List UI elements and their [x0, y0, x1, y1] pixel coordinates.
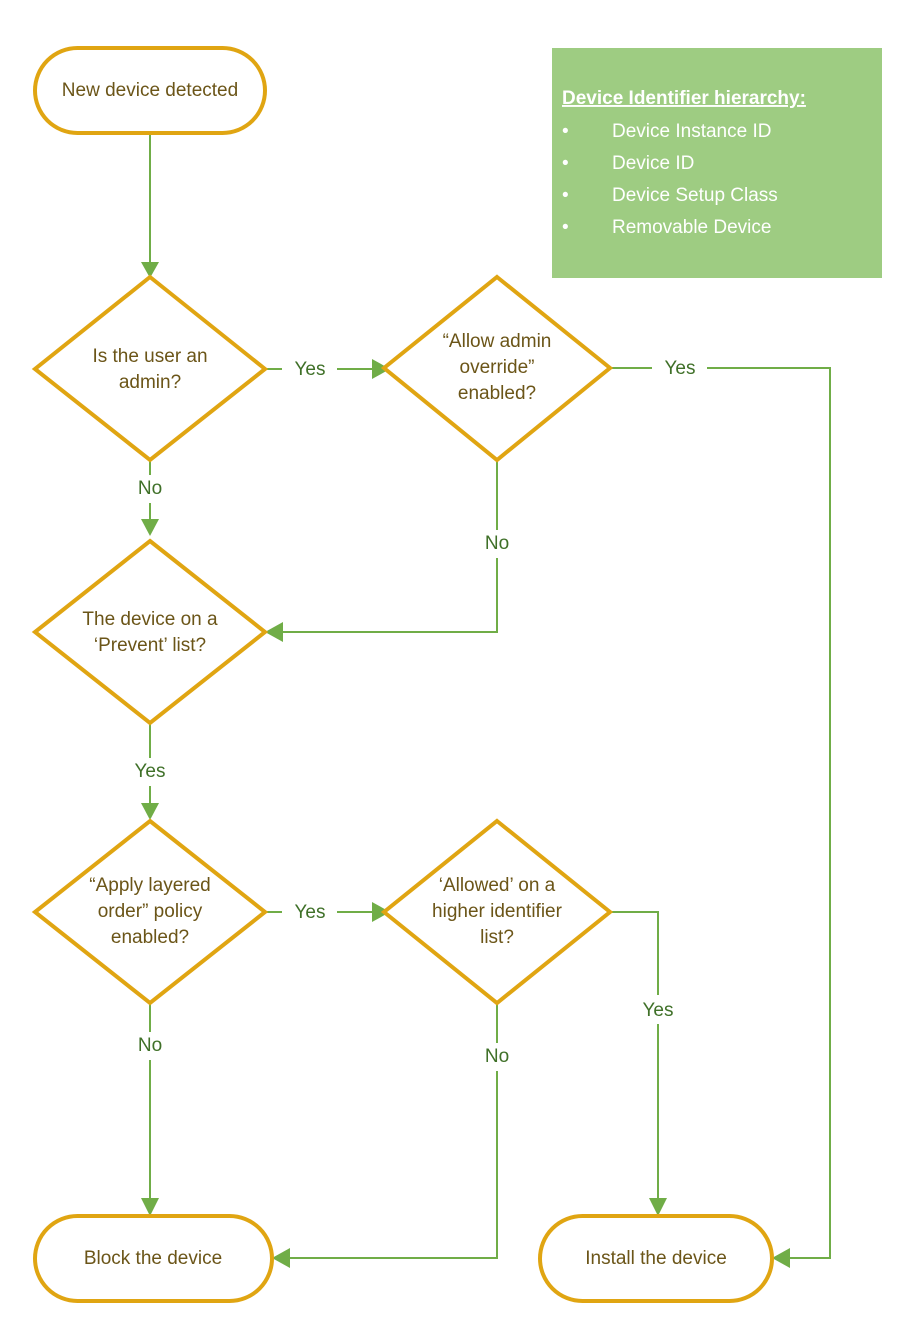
edge-label-admin-no: No — [138, 478, 162, 499]
legend-bullet-icon: • — [562, 217, 569, 238]
edge-override-no: No — [265, 460, 509, 642]
node-label-line3: list? — [480, 927, 514, 948]
node-is-the-user-an-admin[interactable]: Is the user an admin? — [31, 274, 269, 463]
node-allow-admin-override-enabled[interactable]: “Allow admin override” enabled? — [380, 274, 614, 463]
edge-label-prevent-yes: Yes — [135, 761, 166, 782]
legend-bullet-icon: • — [562, 185, 569, 206]
node-label-line1: “Allow admin — [443, 331, 552, 352]
edge-override-yes: Yes — [610, 358, 831, 1268]
edge-label-layered-no: No — [138, 1035, 162, 1056]
node-device-on-prevent-list[interactable]: The device on a ‘Prevent’ list? — [31, 538, 269, 726]
node-shape-diamond — [380, 274, 614, 463]
node-shape-rounded — [538, 1214, 774, 1303]
node-new-device-detected[interactable]: New device detected — [33, 46, 267, 135]
legend-item-0: Device Instance ID — [612, 121, 771, 142]
node-label: Install the device — [585, 1248, 727, 1269]
arrowhead-left-icon — [265, 622, 283, 642]
edge-label-override-no: No — [485, 533, 509, 554]
node-label-line2: higher identifier — [432, 901, 563, 922]
legend-bullet-icon: • — [562, 153, 569, 174]
node-block-the-device[interactable]: Block the device — [33, 1214, 274, 1303]
arrowhead-down-icon — [141, 1198, 159, 1216]
edge-layered-no: No — [138, 1003, 162, 1216]
node-label-line2: ‘Prevent’ list? — [94, 635, 206, 656]
legend-bullet-icon: • — [562, 121, 569, 142]
arrowhead-left-icon — [772, 1248, 790, 1268]
arrowhead-right-icon — [372, 359, 390, 379]
node-label-line1: Is the user an — [92, 346, 207, 367]
arrowhead-left-icon — [272, 1248, 290, 1268]
node-shape-rounded — [33, 1214, 274, 1303]
edge-label-admin-yes: Yes — [295, 359, 326, 380]
node-label-line2: order” policy — [98, 901, 203, 922]
arrowhead-down-icon — [141, 262, 159, 278]
node-allowed-on-higher-identifier-list[interactable]: ‘Allowed’ on a higher identifier list? — [380, 818, 614, 1006]
arrowhead-down-icon — [141, 803, 159, 820]
edge-line — [283, 558, 498, 633]
arrowhead-down-icon — [141, 519, 159, 536]
node-install-the-device[interactable]: Install the device — [538, 1214, 774, 1303]
edge-is-admin-yes: Yes — [265, 359, 390, 380]
edge-layered-yes: Yes — [265, 902, 390, 923]
node-label-line1: ‘Allowed’ on a — [439, 875, 556, 896]
node-label-line2: override” — [460, 357, 535, 378]
node-label-line1: The device on a — [82, 609, 218, 630]
legend-item-3: Removable Device — [612, 217, 771, 238]
node-shape-diamond — [31, 818, 269, 1006]
legend-panel: Device Identifier hierarchy: • Device In… — [552, 48, 882, 278]
edge-higher-no: No — [272, 1003, 509, 1268]
node-label-line1: “Apply layered — [89, 875, 210, 896]
node-shape-diamond — [31, 538, 269, 726]
node-label-line3: enabled? — [111, 927, 189, 948]
legend-background — [552, 48, 882, 278]
edge-line — [290, 1071, 498, 1259]
node-label-line2: admin? — [119, 372, 181, 393]
legend-item-1: Device ID — [612, 153, 694, 174]
node-shape-diamond — [380, 818, 614, 1006]
edge-label-layered-yes: Yes — [295, 902, 326, 923]
edge-label-higher-yes: Yes — [643, 1000, 674, 1021]
edge-higher-yes: Yes — [610, 911, 674, 1216]
edge-line — [707, 367, 831, 1259]
edge-line — [610, 911, 659, 995]
edge-prevent-yes: Yes — [135, 723, 166, 820]
node-shape-rounded — [33, 46, 267, 135]
node-label: New device detected — [62, 80, 238, 101]
edge-label-override-yes: Yes — [665, 358, 696, 379]
edge-label-higher-no: No — [485, 1046, 509, 1067]
arrowhead-down-icon — [649, 1198, 667, 1216]
node-label-line3: enabled? — [458, 383, 536, 404]
legend-item-2: Device Setup Class — [612, 185, 778, 206]
edge-is-admin-no: No — [138, 460, 162, 536]
legend-title: Device Identifier hierarchy: — [562, 88, 806, 109]
node-apply-layered-order-policy-enabled[interactable]: “Apply layered order” policy enabled? — [31, 818, 269, 1006]
node-label: Block the device — [84, 1248, 222, 1269]
node-shape-diamond — [31, 274, 269, 463]
edge-start-to-is-admin — [141, 133, 159, 278]
